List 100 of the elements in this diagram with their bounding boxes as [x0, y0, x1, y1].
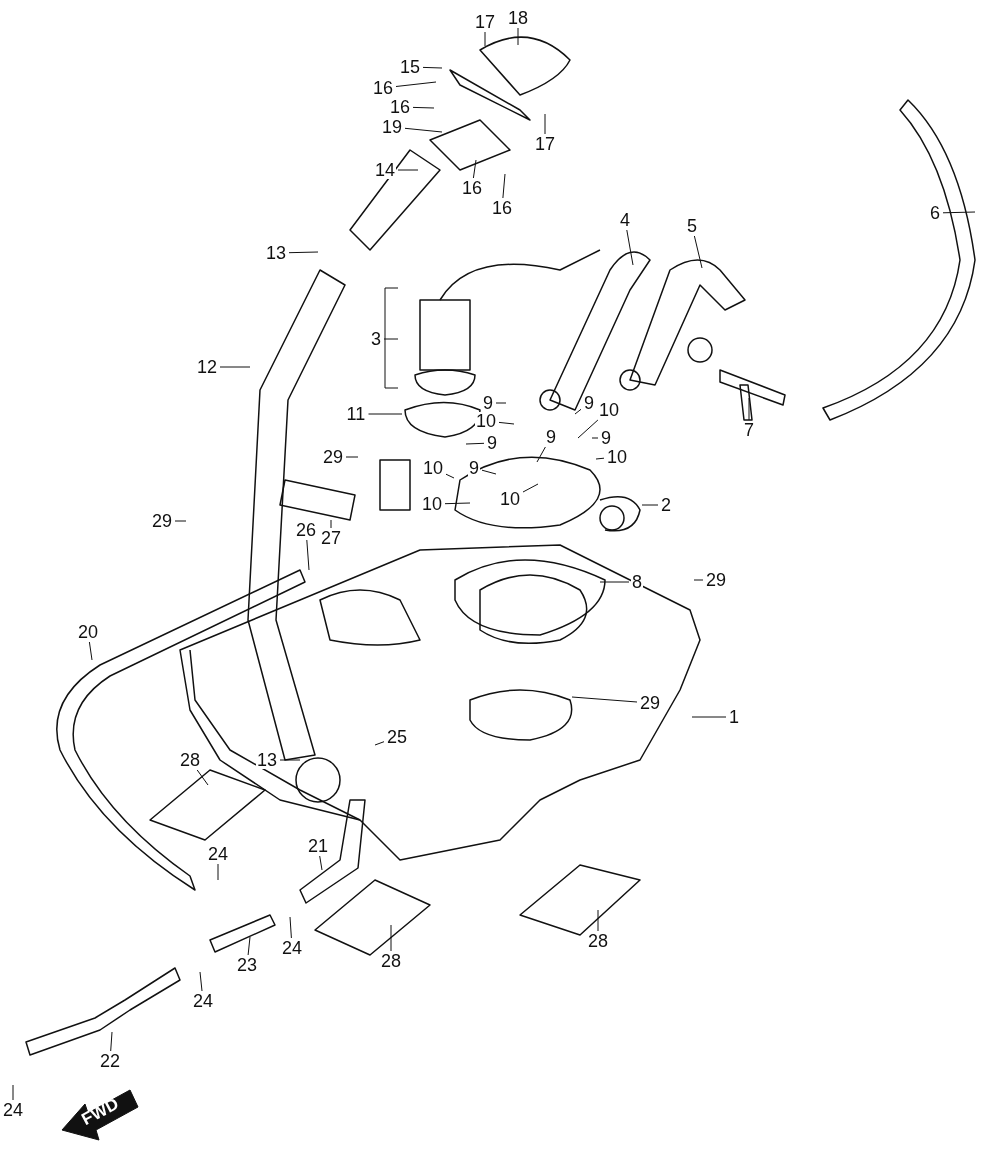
- callout-number: 20: [77, 623, 100, 641]
- leader-line: [571, 696, 638, 703]
- leader-line: [319, 855, 323, 871]
- callout-number: 29: [639, 694, 662, 712]
- callout-number: 8: [631, 573, 643, 591]
- leader-line: [88, 641, 93, 661]
- callout-number: 10: [475, 412, 498, 430]
- leader-line: [484, 31, 486, 47]
- callout-number: 22: [99, 1052, 122, 1070]
- leader-line: [289, 916, 292, 939]
- leader-line: [465, 442, 485, 445]
- leader-line: [641, 504, 659, 506]
- leader-line: [536, 446, 546, 463]
- leader-line: [404, 127, 443, 133]
- leader-line: [199, 971, 203, 992]
- leader-line: [599, 581, 630, 583]
- leader-line: [502, 173, 506, 199]
- leader-line: [597, 909, 599, 932]
- callout-number: 4: [619, 211, 631, 229]
- callout-number: 24: [207, 845, 230, 863]
- callout-number: 25: [386, 728, 409, 746]
- callout-number: 2: [660, 496, 672, 514]
- leader-line: [422, 66, 443, 69]
- leader-line: [174, 520, 187, 522]
- leader-line: [397, 169, 419, 171]
- leader-line: [693, 235, 703, 269]
- callout-number: 10: [422, 459, 445, 477]
- callout-number: 21: [307, 837, 330, 855]
- leader-line: [219, 366, 251, 368]
- leader-line: [574, 408, 582, 415]
- callout-number: 1: [728, 708, 740, 726]
- callout-number: 13: [265, 244, 288, 262]
- callout-number: 23: [236, 956, 259, 974]
- leader-line: [544, 113, 546, 135]
- callout-number: 14: [374, 161, 397, 179]
- callout-number: 10: [499, 490, 522, 508]
- leader-line: [495, 402, 507, 404]
- leader-line: [110, 1031, 113, 1052]
- callout-number: 10: [606, 448, 629, 466]
- leader-line: [330, 519, 332, 529]
- callout-number: 7: [743, 421, 755, 439]
- leader-line: [288, 251, 319, 254]
- callout-number: 16: [491, 199, 514, 217]
- leader-line: [279, 759, 301, 761]
- leader-line: [390, 924, 392, 952]
- leader-line: [577, 419, 599, 439]
- leader-line: [481, 469, 497, 475]
- callout-number: 5: [686, 217, 698, 235]
- callout-number: 9: [600, 429, 612, 447]
- leader-line: [942, 211, 976, 214]
- leader-line: [595, 457, 605, 460]
- callout-number: 29: [705, 571, 728, 589]
- leader-line: [395, 81, 437, 87]
- callout-number: 13: [256, 751, 279, 769]
- callout-number: 9: [486, 434, 498, 452]
- callout-number: 9: [583, 394, 595, 412]
- leader-line: [522, 483, 539, 493]
- callout-number: 3: [370, 330, 382, 348]
- callout-number: 26: [295, 521, 318, 539]
- callout-number: 28: [587, 932, 610, 950]
- leader-line: [591, 437, 599, 439]
- callout-number: 12: [196, 358, 219, 376]
- leader-line: [517, 27, 519, 46]
- callout-number: 29: [322, 448, 345, 466]
- callout-number: 28: [179, 751, 202, 769]
- callout-number: 11: [345, 405, 367, 423]
- leader-line: [306, 539, 310, 571]
- callout-number: 27: [320, 529, 343, 547]
- callout-number: 19: [381, 118, 404, 136]
- leader-line: [368, 413, 403, 415]
- leader-line: [444, 502, 471, 505]
- leader-line: [412, 106, 435, 109]
- leader-line: [472, 159, 477, 179]
- callout-number: 9: [482, 394, 494, 412]
- callout-number: 9: [468, 459, 480, 477]
- leader-line: [445, 473, 455, 479]
- callout-number: 24: [192, 992, 215, 1010]
- callout-number: 16: [389, 98, 412, 116]
- callout-number: 24: [2, 1101, 25, 1119]
- leader-line: [345, 456, 359, 458]
- leader-line: [383, 338, 399, 340]
- leader-line: [626, 229, 634, 266]
- leader-line: [12, 1084, 14, 1101]
- callout-number: 10: [598, 401, 621, 419]
- callout-number: 6: [929, 204, 941, 222]
- callout-number: 9: [545, 428, 557, 446]
- callout-number: 24: [281, 939, 304, 957]
- leader-line: [217, 863, 219, 881]
- callout-number: 28: [380, 952, 403, 970]
- callout-number: 16: [461, 179, 484, 197]
- callout-number: 18: [507, 9, 530, 27]
- leader-line: [498, 421, 515, 425]
- leader-line: [374, 741, 385, 746]
- callout-number: 17: [474, 13, 497, 31]
- callout-number: 15: [399, 58, 422, 76]
- callout-number: 29: [151, 512, 174, 530]
- leader-line: [247, 936, 251, 956]
- leader-line: [691, 716, 727, 718]
- callout-number: 10: [421, 495, 444, 513]
- callout-number: 17: [534, 135, 557, 153]
